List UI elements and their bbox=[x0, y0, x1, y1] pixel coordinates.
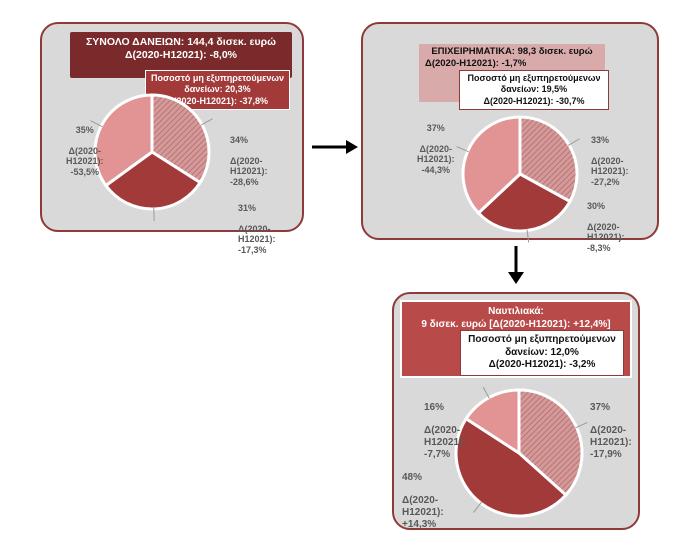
slice-label-3: 37% Δ(2020- H12021): -44,3% bbox=[417, 112, 455, 186]
pie-chart-shipping bbox=[454, 386, 588, 518]
leader-line-1 bbox=[200, 118, 213, 126]
leader-line-1 bbox=[575, 421, 588, 429]
slice-pct: 37% bbox=[426, 122, 445, 133]
slice-label-1: 33% Δ(2020- H12021): -27,2% bbox=[591, 124, 629, 198]
leader-line-1 bbox=[567, 138, 580, 146]
arrow-right-icon bbox=[312, 140, 358, 154]
panel-total-loans: ΣΥΝΟΛΟ ΔΑΝΕΙΩΝ: 144,4 δισεκ. ευρώ Δ(2020… bbox=[40, 22, 304, 255]
leader-line-3 bbox=[482, 386, 490, 399]
slice-label-2: 30% Δ(2020- H12021): -8,3% bbox=[587, 190, 625, 264]
slice-label-1: 37% Δ(2020- H12021): -17,9% bbox=[590, 390, 632, 473]
slice-pct: 35% bbox=[75, 124, 94, 135]
slice-change: Δ(2020- H12021): -17,9% bbox=[590, 425, 632, 460]
slice-label-2: 31% Δ(2020- H12021): -17,3% bbox=[238, 192, 276, 266]
chart-title: ΕΠΙΧΕΙΡΗΜΑΤΙΚΑ: 98,3 δισεκ. ευρώ bbox=[431, 46, 593, 57]
slice-pct: 30% bbox=[587, 200, 606, 211]
chart-title: Ναυτιλιακά: bbox=[488, 306, 544, 317]
slice-label-3: 16% Δ(2020- H12021): -7,7% bbox=[424, 390, 466, 473]
slice-change: Δ(2020- H12021): -17,3% bbox=[238, 223, 276, 256]
slice-change: Δ(2020- H12021): +14,3% bbox=[402, 495, 444, 530]
arrow-down-icon bbox=[508, 246, 524, 284]
chart-subtitle: 9 δισεκ. ευρώ [Δ(2020-H12021): +12,4%] bbox=[421, 318, 611, 330]
npl-box-shipping: Ποσοστό μη εξυπηρετούμενων δανείων: 12,0… bbox=[460, 330, 624, 376]
leader-line-2 bbox=[526, 229, 530, 243]
leader-line-3 bbox=[456, 146, 469, 153]
chart-subtitle: Δ(2020-H12021): -8,0% bbox=[124, 49, 238, 62]
slice-pct: 34% bbox=[230, 134, 249, 145]
slice-change: Δ(2020- H12021): -7,7% bbox=[424, 425, 466, 460]
panel-business-loans: ΕΠΙΧΕΙΡΗΜΑΤΙΚΑ: 98,3 δισεκ. ευρώ Δ(2020-… bbox=[361, 22, 659, 253]
npl-title: Ποσοστό μη εξυπηρετούμενων δανείων: 12,0… bbox=[468, 334, 616, 358]
slice-pct: 33% bbox=[591, 134, 610, 145]
npl-title: Ποσοστό μη εξυπηρετούμενων δανείων: 19,5… bbox=[467, 73, 601, 95]
leader-line-2 bbox=[473, 501, 482, 513]
slice-change: Δ(2020- H12021): -27,2% bbox=[591, 155, 629, 188]
npl-change: Δ(2020-H12021): -3,2% bbox=[488, 359, 596, 370]
slice-change: Δ(2020- H12021): -44,3% bbox=[417, 143, 455, 176]
leader-line-3 bbox=[90, 120, 103, 128]
panel-shipping-loans: Ναυτιλιακά: 9 δισεκ. ευρώ [Δ(2020-H12021… bbox=[392, 292, 640, 530]
slice-label-1: 34% Δ(2020- H12021): -28,6% bbox=[230, 124, 268, 198]
npl-change: Δ(2020-H12021): -30,7% bbox=[483, 95, 585, 106]
slice-label-3: 35% Δ(2020- H12021): -53,5% bbox=[66, 114, 104, 188]
npl-change: Δ(2020-H12021): -37,8% bbox=[166, 95, 269, 106]
npl-box-total: Ποσοστό μη εξυπηρετούμενων δανείων: 20,3… bbox=[145, 70, 290, 110]
slice-label-2: 48% Δ(2020- H12021): +14,3% bbox=[402, 460, 444, 543]
slice-pct: 16% bbox=[424, 401, 445, 413]
slice-change: Δ(2020- H12021): -28,6% bbox=[230, 155, 268, 188]
slice-pct: 31% bbox=[238, 202, 257, 213]
slice-pct: 48% bbox=[402, 471, 423, 483]
slice-pct: 37% bbox=[590, 401, 611, 413]
chart-title: ΣΥΝΟΛΟ ΔΑΝΕΙΩΝ: 144,4 δισεκ. ευρώ bbox=[85, 36, 277, 48]
slice-change: Δ(2020- H12021): -53,5% bbox=[66, 145, 104, 178]
slice-change: Δ(2020- H12021): -8,3% bbox=[587, 221, 625, 254]
pie-chart-total bbox=[90, 93, 213, 221]
npl-box-business: Ποσοστό μη εξυπηρετούμενων δανείων: 19,5… bbox=[459, 70, 609, 110]
chart-subtitle: Δ(2020-H12021): -1,7% bbox=[425, 57, 527, 69]
npl-title: Ποσοστό μη εξυπηρετούμενων δανείων: 20,3… bbox=[151, 73, 284, 95]
pie-chart-business bbox=[456, 115, 580, 243]
